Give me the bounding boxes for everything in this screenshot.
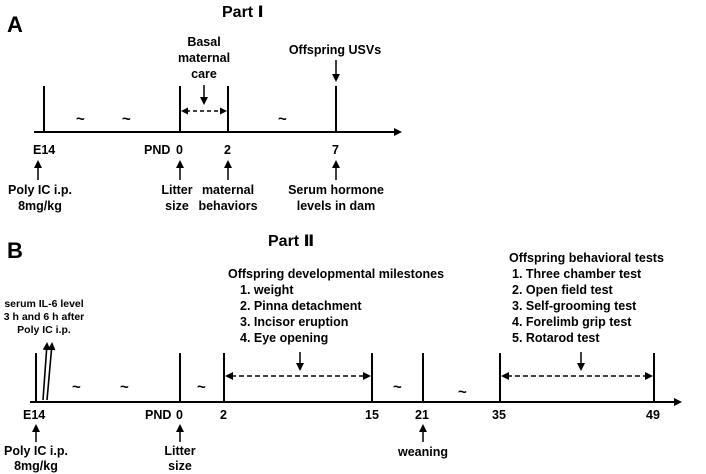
part1-tick-label-7: 7 (332, 143, 339, 157)
part1-tick-label-2: 2 (224, 143, 231, 157)
part2-tick-label-21: 21 (415, 408, 429, 422)
part1-basal-interval-right-arrow (220, 107, 227, 115)
part2-polyic-label-2: 8mg/kg (14, 459, 58, 473)
panel-letter-b: B (7, 238, 23, 263)
part2-break-5: ~ (458, 384, 467, 401)
part1-panel: A Part Ⅰ ~ ~ ~ Basal maternal care Offsp… (7, 4, 402, 213)
part2-tick-label-49: 49 (646, 408, 660, 422)
part2-break-3: ~ (197, 379, 206, 396)
part2-title: Part Ⅱ (268, 233, 314, 250)
part1-title: Part Ⅰ (222, 4, 264, 21)
part1-break-2: ~ (122, 111, 131, 128)
part1-polyic-label-1: Poly IC i.p. (8, 183, 72, 197)
part1-serum-label-2: levels in dam (297, 199, 376, 213)
part2-behavior-right-arrow (645, 372, 653, 380)
part2-litter-label-2: size (168, 459, 192, 473)
part2-milestones-title: Offspring developmental milestones (228, 267, 444, 281)
part2-il6-label-1: serum IL-6 level (4, 298, 83, 310)
part2-tick-label-0: 0 (176, 408, 183, 422)
part2-behavior-title: Offspring behavioral tests (509, 251, 664, 265)
part1-tick-label-0: 0 (176, 143, 183, 157)
part2-weaning-label: weaning (397, 445, 448, 459)
part1-basal-label-3: care (191, 67, 217, 81)
part1-basal-interval-left-arrow (181, 107, 188, 115)
part2-behavior-5: 5. Rotarod test (512, 331, 600, 345)
part1-maternal-label-2: behaviors (198, 199, 257, 213)
part1-break-1: ~ (76, 111, 85, 128)
part1-usv-label: Offspring USVs (289, 43, 381, 57)
part2-panel: B Part Ⅱ serum IL-6 level 3 h and 6 h af… (4, 233, 682, 473)
part1-tick-label-pnd: PND (144, 143, 170, 157)
panel-letter-a: A (7, 12, 23, 37)
part1-tick-label-e14: E14 (33, 143, 55, 157)
part2-il6-arrow-6h (46, 342, 56, 401)
part1-litter-label-2: size (165, 199, 189, 213)
part1-maternal-label-1: maternal (202, 183, 254, 197)
part2-milestone-right-arrow (363, 372, 371, 380)
part2-litter-label-1: Litter (164, 444, 195, 458)
part2-behavior-3: 3. Self-grooming test (512, 299, 637, 313)
part2-break-4: ~ (393, 379, 402, 396)
part2-milestone-4: 4. Eye opening (240, 331, 328, 345)
part2-il6-arrow-3h (42, 342, 51, 401)
part2-milestone-2: 2. Pinna detachment (240, 299, 362, 313)
part2-behavior-1: 1. Three chamber test (512, 267, 642, 281)
part2-behavior-2: 2. Open field test (512, 283, 614, 297)
part2-tick-label-2: 2 (220, 408, 227, 422)
part2-il6-label-2: 3 h and 6 h after (4, 311, 85, 323)
part2-tick-label-pnd: PND (145, 408, 171, 422)
part2-tick-label-15: 15 (365, 408, 379, 422)
part2-break-2: ~ (120, 379, 129, 396)
part2-behavior-left-arrow (501, 372, 509, 380)
part2-milestone-left-arrow (225, 372, 233, 380)
part1-polyic-label-2: 8mg/kg (18, 199, 62, 213)
part1-break-3: ~ (278, 111, 287, 128)
part2-behavior-4: 4. Forelimb grip test (512, 315, 632, 329)
part2-polyic-label-1: Poly IC i.p. (4, 444, 68, 458)
part1-basal-label-1: Basal (187, 35, 220, 49)
part2-milestone-3: 3. Incisor eruption (240, 315, 348, 329)
part2-tick-label-e14: E14 (23, 408, 45, 422)
part1-litter-label-1: Litter (161, 183, 192, 197)
part2-tick-label-35: 35 (492, 408, 506, 422)
part2-milestone-1: 1. weight (240, 283, 294, 297)
part1-basal-label-2: maternal (178, 51, 230, 65)
part2-il6-label-3: Poly IC i.p. (17, 324, 71, 336)
part2-break-1: ~ (72, 379, 81, 396)
part1-serum-label-1: Serum hormone (288, 183, 384, 197)
